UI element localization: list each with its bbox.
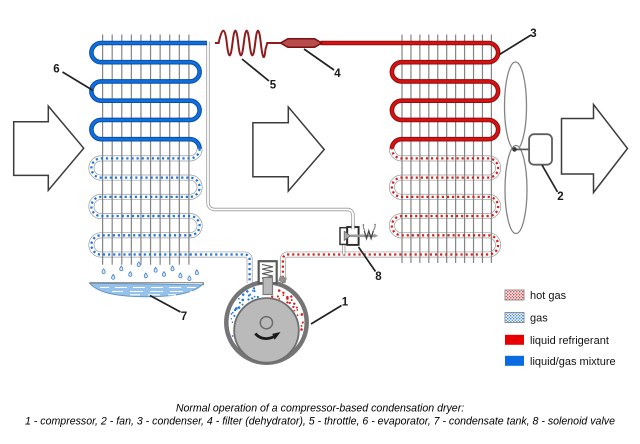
svg-text:Normal operation of a compress: Normal operation of a compressor-based c… <box>176 403 464 415</box>
svg-text:1: 1 <box>342 297 349 309</box>
svg-text:hot gas: hot gas <box>530 290 567 302</box>
svg-text:6: 6 <box>53 64 59 76</box>
svg-text:liquid/gas mixture: liquid/gas mixture <box>530 356 616 368</box>
svg-text:5: 5 <box>270 80 277 92</box>
svg-text:7: 7 <box>181 311 187 323</box>
svg-text:4: 4 <box>334 68 341 80</box>
svg-text:gas: gas <box>530 313 548 325</box>
svg-text:liquid refrigerant: liquid refrigerant <box>530 335 609 347</box>
svg-text:2: 2 <box>557 191 563 203</box>
svg-text:3: 3 <box>530 28 536 40</box>
svg-text:1 - compressor, 2 - fan, 3 - c: 1 - compressor, 2 - fan, 3 - condenser, … <box>25 416 615 428</box>
svg-text:8: 8 <box>375 271 382 283</box>
